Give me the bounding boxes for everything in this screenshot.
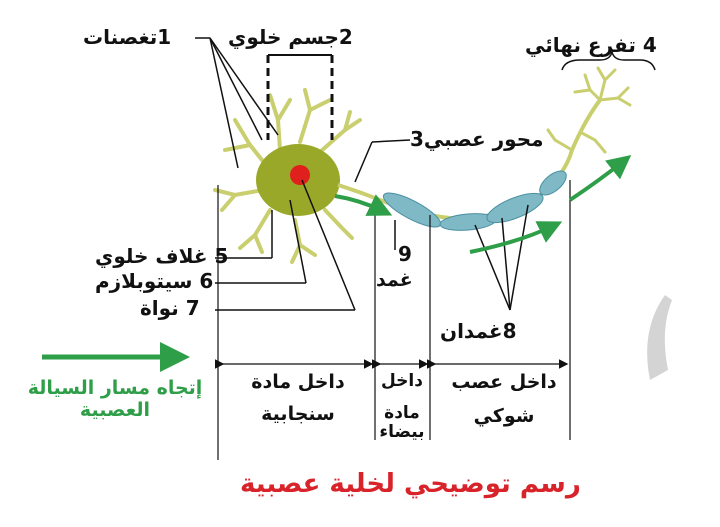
myelin-sheaths [382,170,567,231]
region-spinal-nerve-line-2: شوكي [473,404,535,427]
cell-body-bracket [266,55,334,140]
flow-arrows [334,155,632,254]
label-dendrites: 1تغصنات [83,25,172,49]
region-white-matter-line-1: داخل [381,371,423,391]
edge-shape [647,295,672,380]
region-grey-matter-line-2: سنجابية [261,402,335,425]
leader-lines [195,37,529,311]
region-spinal-nerve: داخل عصب شوكي [440,371,568,428]
label-membrane: 5 غلاف خلوي [95,244,229,268]
dendrites [213,88,362,264]
region-grey-matter: داخل مادة سنجابية [228,371,368,426]
label-axon: محور عصبي3 [410,127,544,151]
flow-legend-line-1: إتجاه مسار السيالة [27,377,203,399]
region-white-matter-line-3: بيضاء [379,422,425,443]
flow-legend-line-2: العصبية [79,398,151,421]
terminal-branches [546,66,632,154]
label-cytoplasm: 6 سيتوبلازم [95,269,214,293]
terminal-brace [561,51,656,71]
region-boundaries [217,180,571,460]
region-white-matter-line-2: مادة [384,402,420,423]
label-sheaths: 8غمدان [440,319,517,343]
label-terminal: 4 تفرع نهائي [525,33,657,57]
caption: رسم توضيحي لخلية عصبية [240,469,581,499]
flow-legend-text: إتجاه مسار السيالة العصبية [20,377,210,422]
label-nucleus: 7 نواة [140,296,200,320]
label-sheath: غمد [376,269,413,291]
nucleus [290,165,310,185]
region-white-matter: داخل مادة بيضاء [372,371,432,443]
label-cell-body: 2جسم خلوي [228,25,353,49]
region-spinal-nerve-line-1: داخل عصب [451,371,557,393]
label-sheath-number: 9 [398,242,412,266]
region-grey-matter-line-1: داخل مادة [251,371,345,393]
axon [337,98,602,221]
